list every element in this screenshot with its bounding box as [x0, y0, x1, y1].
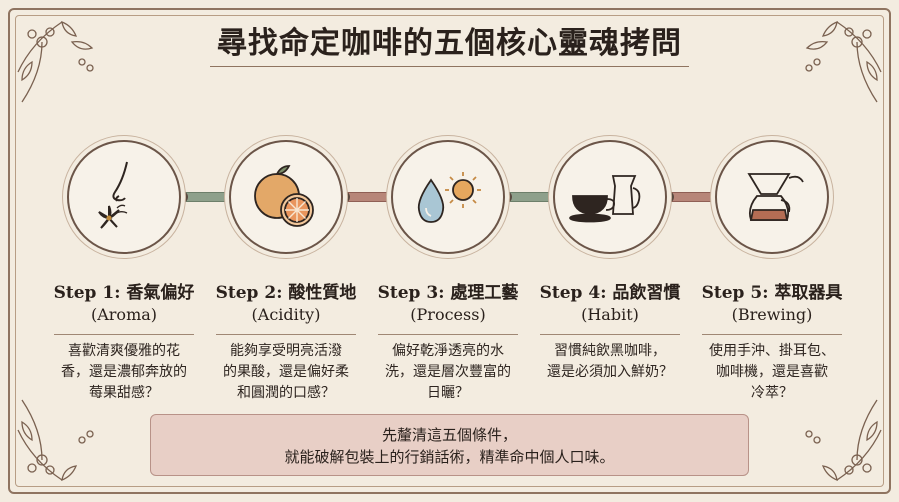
summary-line-1: 先釐清這五個條件，	[381, 426, 517, 444]
step-title: Step 4: 品飲習慣	[539, 283, 681, 303]
step-connector	[180, 192, 250, 202]
step-icon-circle	[715, 140, 829, 254]
step-title: Step 1: 香氣偏好	[53, 283, 195, 303]
step-card-habit: Step 4: 品飲習慣 (Habit) 習慣純飲黑咖啡， 還是必須加入鮮奶？	[528, 140, 692, 383]
floral-corner-ornament	[12, 12, 132, 132]
orange-fruit-icon	[254, 165, 314, 227]
water-drop-sun-icon	[417, 172, 481, 223]
step-icon-circle	[229, 140, 343, 254]
step-description: 能夠享受明亮活潑 的果酸，還是偏好柔 和圓潤的口感？	[223, 343, 349, 401]
step-description: 偏好乾淨透亮的水 洗，還是層次豐富的 日曬？	[385, 343, 511, 401]
step-connector	[666, 192, 736, 202]
step-card-brewing: Step 5: 萃取器具 (Brewing) 使用手沖、掛耳包、 咖啡機，還是喜…	[690, 140, 854, 404]
step-description: 喜歡清爽優雅的花 香，還是濃郁奔放的 莓果甜感？	[61, 343, 187, 401]
step-connector	[342, 192, 412, 202]
step-icon-circle	[553, 140, 667, 254]
step-description: 習慣純飲黑咖啡， 還是必須加入鮮奶？	[547, 343, 673, 380]
step-description: 使用手沖、掛耳包、 咖啡機，還是喜歡 冷萃？	[709, 343, 835, 401]
step-card-acidity: Step 2: 酸性質地 (Acidity) 能夠享受明亮活潑 的果酸，還是偏好…	[204, 140, 368, 404]
step-subtitle: (Brewing)	[731, 305, 813, 324]
step-subtitle: (Habit)	[581, 305, 639, 324]
floral-corner-ornament	[767, 370, 887, 490]
step-divider	[378, 334, 518, 335]
step-divider	[540, 334, 680, 335]
step-card-process: Step 3: 處理工藝 (Process) 偏好乾淨透亮的水 洗，還是層次豐富…	[366, 140, 530, 404]
step-divider	[216, 334, 356, 335]
step-title: Step 5: 萃取器具	[701, 283, 843, 303]
step-subtitle: (Aroma)	[90, 305, 158, 324]
floral-corner-ornament	[12, 370, 132, 490]
summary-line-2: 就能破解包裝上的行銷話術，精準命中個人口味。	[284, 448, 615, 466]
step-divider	[54, 334, 194, 335]
step-connector	[504, 192, 574, 202]
page-title: 尋找命定咖啡的五個核心靈魂拷問	[217, 26, 682, 61]
inner-frame	[15, 15, 884, 487]
step-subtitle: (Acidity)	[251, 305, 321, 324]
step-title: Step 2: 酸性質地	[215, 283, 357, 303]
steps-row: Step 1: 香氣偏好 (Aroma) 喜歡清爽優雅的花 香，還是濃郁奔放的 …	[0, 140, 899, 410]
step-title: Step 3: 處理工藝	[377, 283, 519, 303]
outer-frame	[8, 8, 891, 494]
step-subtitle: (Process)	[410, 305, 486, 324]
step-divider	[702, 334, 842, 335]
step-icon-circle	[67, 140, 181, 254]
pour-over-icon	[747, 173, 804, 221]
floral-corner-ornament	[767, 12, 887, 132]
step-icon-circle	[391, 140, 505, 254]
summary-box: 先釐清這五個條件， 就能破解包裝上的行銷話術，精準命中個人口味。	[150, 414, 749, 476]
step-card-aroma: Step 1: 香氣偏好 (Aroma) 喜歡清爽優雅的花 香，還是濃郁奔放的 …	[42, 140, 206, 404]
coffee-cup-milk-jug-icon	[569, 175, 641, 223]
nose-flower-icon	[98, 161, 128, 229]
title-divider	[210, 66, 689, 67]
